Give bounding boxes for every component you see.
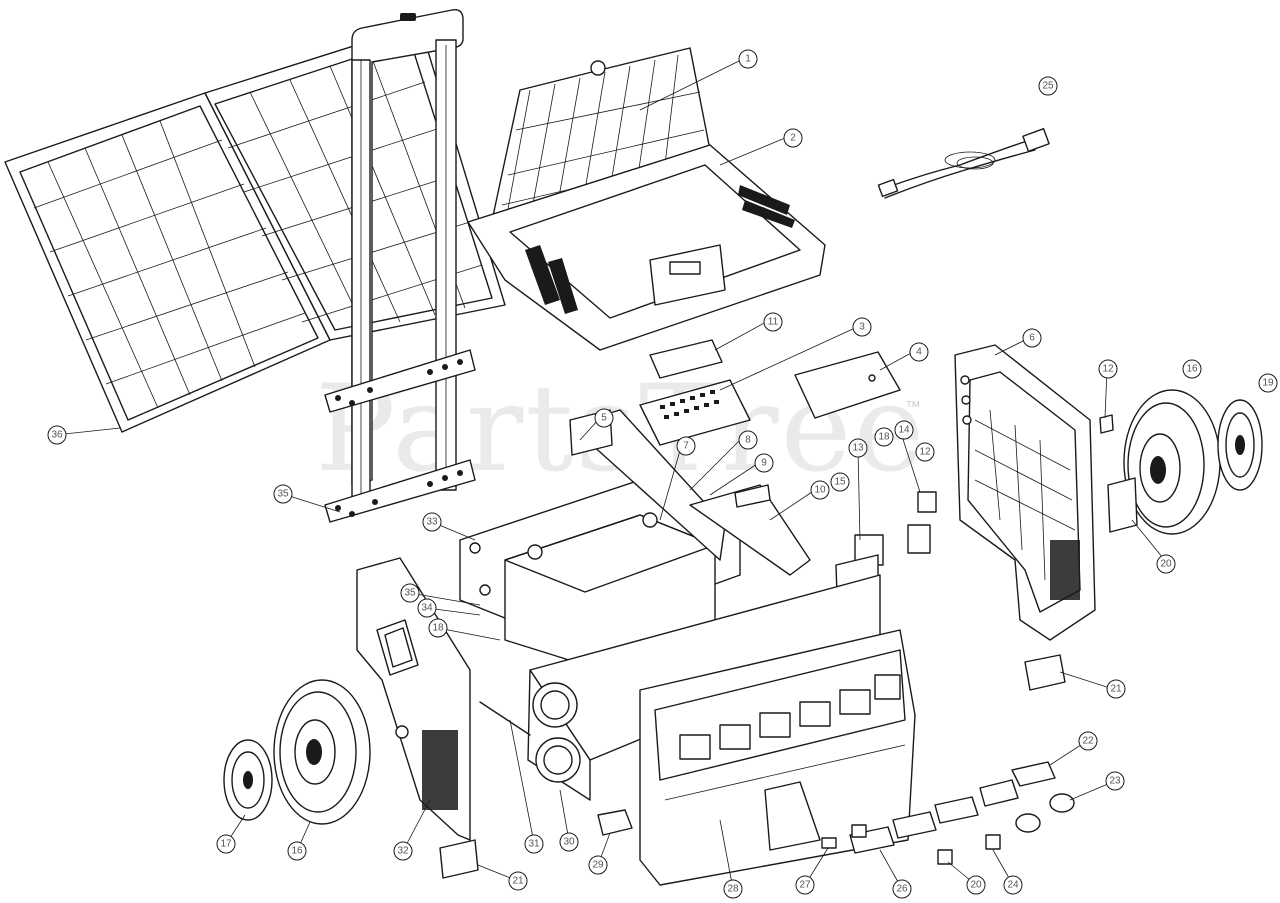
svg-text:3: 3 bbox=[859, 322, 865, 333]
callout-26: 26 bbox=[892, 879, 912, 899]
callout-20-b: 20 bbox=[966, 875, 986, 895]
right-wheel bbox=[1099, 389, 1263, 535]
top-cover-assembly bbox=[467, 47, 826, 351]
callout-9: 9 bbox=[754, 453, 774, 473]
callout-7: 7 bbox=[676, 436, 696, 456]
svg-text:1: 1 bbox=[745, 54, 751, 65]
svg-text:24: 24 bbox=[1007, 880, 1019, 891]
svg-text:8: 8 bbox=[745, 435, 751, 446]
svg-text:34: 34 bbox=[421, 603, 433, 614]
right-side-panel bbox=[954, 344, 1096, 641]
callout-21: 21 bbox=[1106, 679, 1126, 699]
svg-text:26: 26 bbox=[896, 884, 908, 895]
svg-text:28: 28 bbox=[727, 884, 739, 895]
callout-27: 27 bbox=[795, 875, 815, 895]
telescoping-handle bbox=[324, 8, 476, 523]
front-panel bbox=[639, 629, 916, 886]
watermark-trademark: ™ bbox=[905, 399, 921, 416]
power-cord bbox=[877, 128, 1050, 199]
svg-text:18: 18 bbox=[432, 623, 444, 634]
svg-text:16: 16 bbox=[1186, 364, 1198, 375]
callout-1: 1 bbox=[738, 49, 758, 69]
callout-12: 12 bbox=[1098, 359, 1118, 379]
svg-text:9: 9 bbox=[761, 458, 767, 469]
svg-text:16: 16 bbox=[291, 846, 303, 857]
callout-19: 19 bbox=[1258, 373, 1278, 393]
callout-29: 29 bbox=[588, 855, 608, 875]
callout-10: 10 bbox=[810, 480, 830, 500]
svg-text:11: 11 bbox=[768, 317, 779, 328]
callout-18: 18 bbox=[874, 427, 894, 447]
svg-text:4: 4 bbox=[916, 347, 922, 358]
callout-16-b: 16 bbox=[287, 841, 307, 861]
callout-22: 22 bbox=[1078, 731, 1098, 751]
outlet-parts bbox=[439, 654, 1075, 879]
callout-28: 28 bbox=[723, 879, 743, 899]
svg-text:21: 21 bbox=[512, 876, 524, 887]
callout-15: 15 bbox=[830, 472, 850, 492]
callout-21-b: 21 bbox=[508, 871, 528, 891]
callout-5: 5 bbox=[594, 408, 614, 428]
callout-33: 33 bbox=[422, 512, 442, 532]
svg-text:13: 13 bbox=[852, 443, 864, 454]
svg-text:20: 20 bbox=[970, 880, 982, 891]
svg-text:36: 36 bbox=[51, 430, 63, 441]
svg-text:15: 15 bbox=[834, 477, 846, 488]
callout-36: 36 bbox=[47, 425, 67, 445]
svg-text:23: 23 bbox=[1109, 776, 1121, 787]
callout-34: 34 bbox=[417, 598, 437, 618]
svg-text:35: 35 bbox=[277, 489, 289, 500]
left-wheel bbox=[223, 679, 371, 825]
svg-text:31: 31 bbox=[528, 839, 540, 850]
svg-text:12: 12 bbox=[1102, 364, 1114, 375]
callout-17: 17 bbox=[216, 834, 236, 854]
svg-text:27: 27 bbox=[799, 880, 811, 891]
svg-text:29: 29 bbox=[592, 860, 604, 871]
callout-32: 32 bbox=[393, 841, 413, 861]
svg-text:17: 17 bbox=[220, 839, 232, 850]
battery-frame bbox=[459, 409, 937, 666]
callout-35-b: 35 bbox=[400, 583, 420, 603]
callout-2: 2 bbox=[783, 128, 803, 148]
svg-text:19: 19 bbox=[1262, 378, 1274, 389]
svg-text:14: 14 bbox=[898, 425, 910, 436]
svg-text:18: 18 bbox=[878, 432, 890, 443]
callout-3: 3 bbox=[852, 317, 872, 337]
svg-text:10: 10 bbox=[814, 485, 826, 496]
main-chassis bbox=[479, 574, 881, 801]
callout-16: 16 bbox=[1182, 359, 1202, 379]
callout-4: 4 bbox=[909, 342, 929, 362]
callout-20: 20 bbox=[1156, 554, 1176, 574]
svg-text:21: 21 bbox=[1110, 684, 1122, 695]
svg-text:6: 6 bbox=[1029, 333, 1035, 344]
svg-text:20: 20 bbox=[1160, 559, 1172, 570]
svg-text:30: 30 bbox=[563, 837, 575, 848]
svg-text:12: 12 bbox=[919, 447, 931, 458]
callout-25: 25 bbox=[1038, 76, 1058, 96]
callout-6: 6 bbox=[1022, 328, 1042, 348]
callout-11: 11 bbox=[763, 312, 783, 332]
svg-text:2: 2 bbox=[790, 133, 796, 144]
solar-panel bbox=[4, 24, 506, 433]
callout-23: 23 bbox=[1105, 771, 1125, 791]
svg-text:22: 22 bbox=[1082, 736, 1094, 747]
callout-35: 35 bbox=[273, 484, 293, 504]
callout-8: 8 bbox=[738, 430, 758, 450]
callout-24: 24 bbox=[1003, 875, 1023, 895]
svg-text:5: 5 bbox=[601, 413, 607, 424]
control-panel-parts bbox=[639, 339, 901, 446]
callout-18-b: 18 bbox=[428, 618, 448, 638]
svg-text:33: 33 bbox=[426, 517, 438, 528]
svg-text:35: 35 bbox=[404, 588, 416, 599]
callout-13: 13 bbox=[848, 438, 868, 458]
svg-text:25: 25 bbox=[1042, 81, 1054, 92]
callout-14: 14 bbox=[894, 420, 914, 440]
callouts: 1 2 3 4 5 6 7 8 9 10 11 12 13 14 15 16 1… bbox=[47, 49, 1278, 899]
callout-12-b: 12 bbox=[915, 442, 935, 462]
svg-text:7: 7 bbox=[683, 441, 689, 452]
callout-31: 31 bbox=[524, 834, 544, 854]
svg-text:32: 32 bbox=[397, 846, 409, 857]
callout-30: 30 bbox=[559, 832, 579, 852]
